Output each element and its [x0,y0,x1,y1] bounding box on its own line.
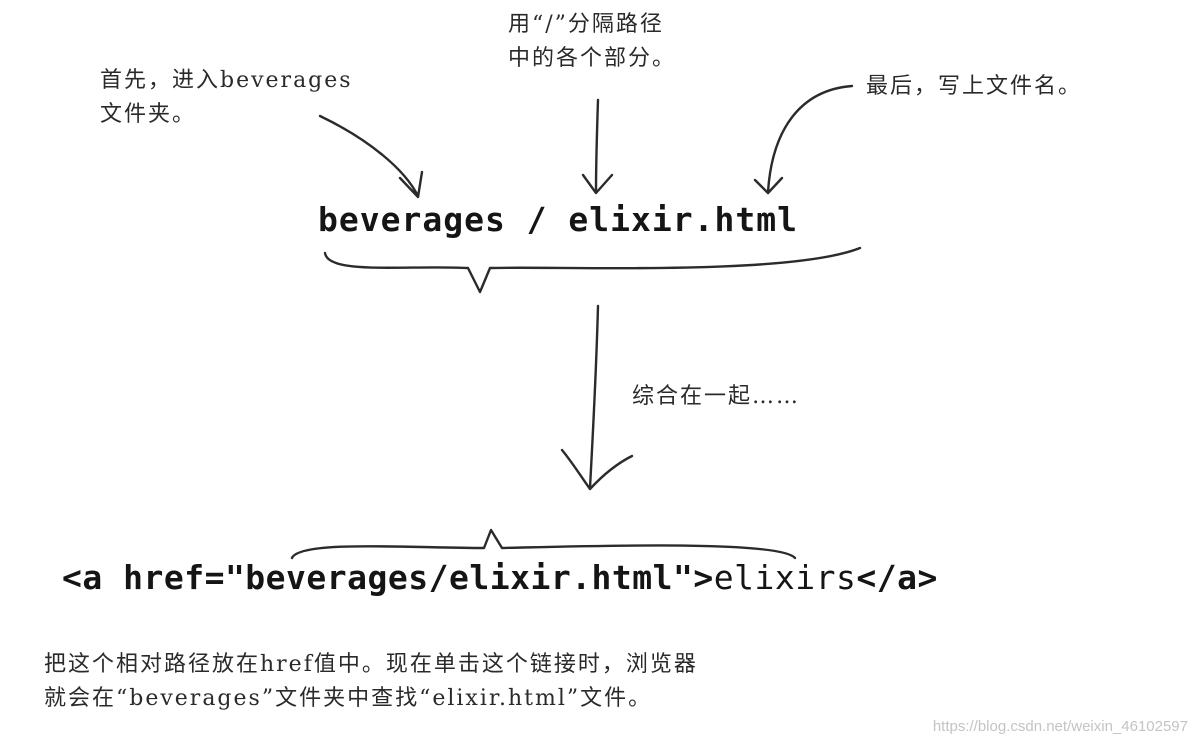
relative-path: beverages / elixir.html [318,200,798,239]
arrow-to-filename [753,84,854,195]
anchor-link-text: elixirs [713,558,857,597]
path-separator: / [505,200,569,239]
path-folder: beverages [318,200,506,239]
anchor-element: <a href="beverages/elixir.html">elixirs<… [62,558,938,597]
annotation-separator: 用“/”分隔路径 中的各个部分。 [508,12,677,71]
brace-under-path [323,246,862,294]
anchor-close-tag: </a> [856,558,938,597]
path-file: elixir.html [568,200,798,239]
annotation-combine: 综合在一起…… [632,384,801,409]
explanation-text: 把这个相对路径放在href值中。现在单击这个链接时，浏览器 就会在“bevera… [44,652,698,711]
arrow-down-combine [560,304,634,491]
brace-over-anchor [290,528,797,560]
arrow-to-folder [318,114,424,199]
annotation-step1: 首先，进入beverages 文件夹。 [100,68,353,127]
arrow-to-slash [581,98,614,195]
anchor-open-tag: <a href="beverages/elixir.html"> [62,558,714,597]
annotation-filename: 最后，写上文件名。 [866,74,1083,99]
watermark: https://blog.csdn.net/weixin_46102597 [932,718,1188,735]
